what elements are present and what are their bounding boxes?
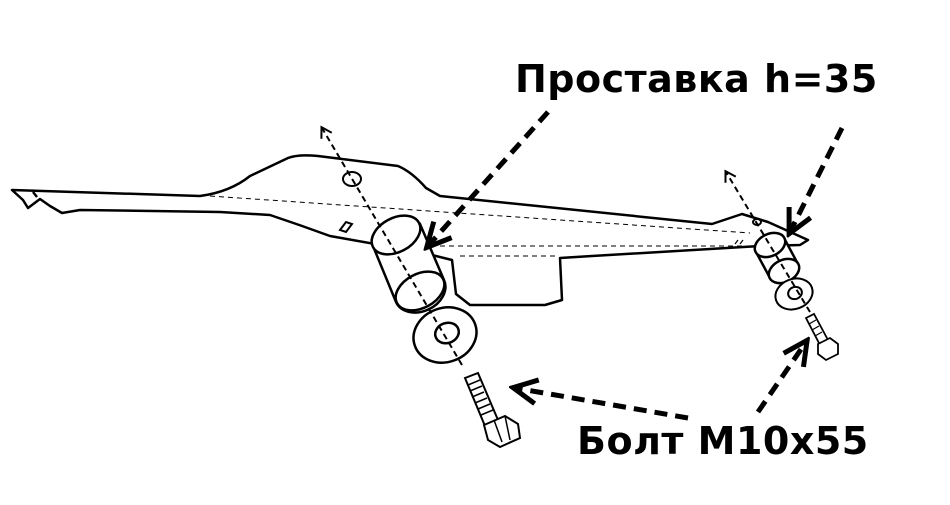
bracket-holes bbox=[338, 171, 762, 245]
bolt-callout-left bbox=[515, 388, 689, 421]
spacer-callout-left bbox=[428, 110, 550, 246]
spacer-label: Проставка h=35 bbox=[515, 57, 878, 101]
bolt-label: Болт М10х55 bbox=[577, 419, 869, 463]
washer-left bbox=[412, 306, 478, 364]
center-lines bbox=[209, 195, 760, 257]
spacer-callout-right bbox=[790, 126, 845, 232]
bolt-left bbox=[463, 371, 522, 449]
bolt-right bbox=[804, 312, 839, 362]
bolt-callout-right bbox=[755, 342, 806, 414]
axis-arrows bbox=[320, 125, 811, 366]
callout-arrows bbox=[428, 110, 845, 421]
